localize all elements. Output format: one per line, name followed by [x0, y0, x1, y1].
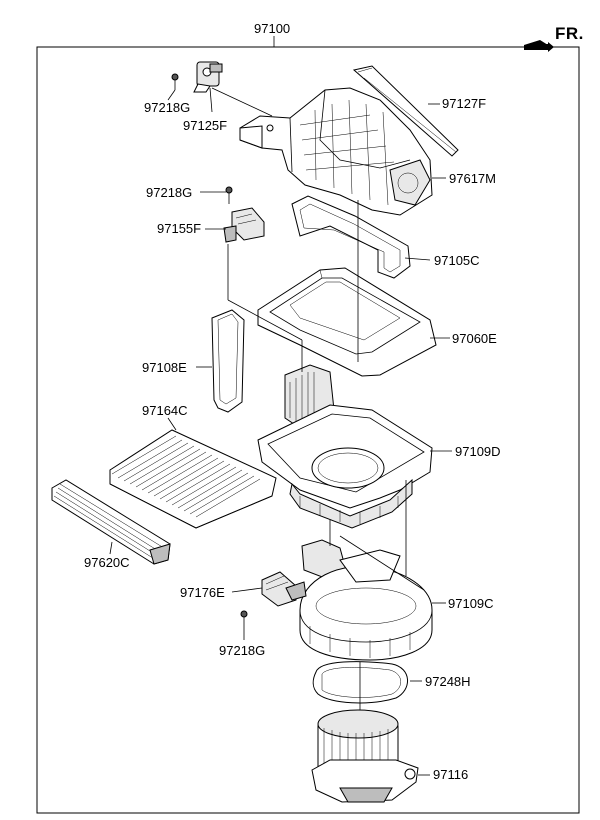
assembly-frame — [36, 46, 580, 814]
module-97155f — [223, 207, 265, 243]
part-label-97060e: 97060E — [452, 331, 497, 346]
filter-97164c — [109, 429, 277, 529]
resistor-97176e — [261, 571, 307, 607]
part-label-97248h: 97248H — [425, 674, 471, 689]
part-label-97108e: 97108E — [142, 360, 187, 375]
part-label-97116: 97116 — [433, 767, 469, 782]
part-label-97105c: 97105C — [434, 253, 480, 268]
housing-97109d — [257, 364, 433, 529]
part-label-97218g-mid: 97218G — [146, 185, 193, 200]
scroll-housing-97109c — [299, 539, 433, 661]
part-label-97109d: 97109D — [455, 444, 501, 459]
part-label-97620c: 97620C — [84, 555, 130, 570]
part-label-97164c: 97164C — [142, 403, 188, 418]
part-label-97127f: 97127F — [442, 96, 487, 111]
blower-motor-97116 — [311, 709, 419, 803]
front-arrow-icon — [524, 40, 554, 52]
actuator-97125f — [193, 61, 223, 93]
upper-case-97617m — [239, 87, 433, 216]
part-label-97109c: 97109C — [448, 596, 494, 611]
cover-97620c — [51, 479, 171, 565]
part-label-97155f: 97155F — [157, 221, 202, 236]
part-label-97218g-bottom: 97218G — [219, 643, 266, 658]
direction-label: FR. — [555, 24, 584, 43]
leader-lines — [109, 87, 452, 776]
screw-97218g-bottom — [240, 610, 248, 630]
frame-97060e — [257, 267, 437, 377]
assembly-label: 97100 — [254, 21, 291, 36]
seal-97127f — [352, 65, 459, 157]
part-label-97176e: 97176E — [180, 585, 225, 600]
gasket-97105c — [291, 195, 411, 279]
screw-97218g-top — [171, 73, 179, 90]
part-label-97617m: 97617M — [449, 171, 496, 186]
part-label-97218g-top: 97218G — [144, 100, 191, 115]
seal-97108e — [211, 309, 245, 413]
screw-97218g-mid — [225, 186, 233, 204]
part-label-97125f: 97125F — [183, 118, 228, 133]
